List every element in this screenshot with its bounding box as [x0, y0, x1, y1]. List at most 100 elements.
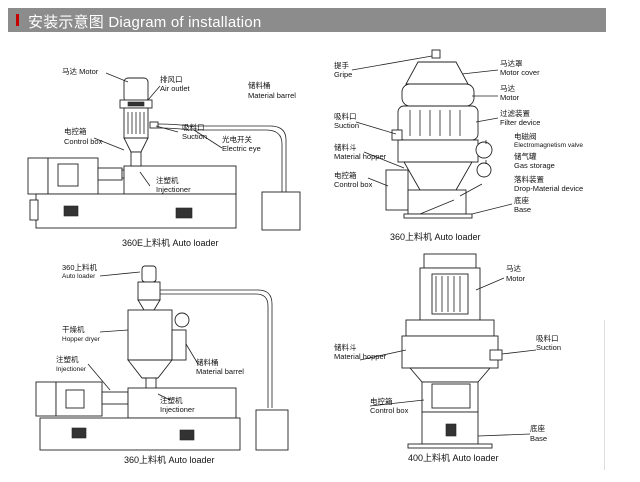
svg-text:Base: Base: [514, 205, 531, 214]
svg-text:储料斗: 储料斗: [334, 342, 357, 352]
d2-motor-cover-cn: 马达罩: [500, 58, 523, 68]
divider: [604, 320, 605, 470]
svg-text:Motor: Motor: [500, 93, 520, 102]
svg-text:注塑机: 注塑机: [156, 175, 179, 185]
svg-text:电磁阀: 电磁阀: [514, 131, 537, 141]
d1-caption: 360E上料机 Auto loader: [122, 237, 219, 248]
svg-text:Drop-Material device: Drop-Material device: [514, 184, 583, 193]
d2-control-cn: 电控箱: [334, 170, 357, 180]
svg-text:排风口: 排风口: [160, 74, 183, 84]
svg-text:360上料机: 360上料机: [62, 262, 98, 272]
d3-caption: 360上料机 Auto loader: [124, 454, 215, 465]
svg-text:Motor cover: Motor cover: [500, 68, 540, 77]
svg-text:储料斗: 储料斗: [334, 142, 357, 152]
svg-text:Air outlet: Air outlet: [160, 84, 191, 93]
svg-text:Auto loader: Auto loader: [62, 273, 96, 280]
d2-caption: 360上料机 Auto loader: [390, 231, 481, 242]
d3-barrel-cn: 储料桶: [196, 357, 219, 367]
svg-text:落料装置: 落料装置: [514, 174, 544, 184]
d4-control-cn: 电控箱: [370, 396, 393, 406]
svg-text:Control box: Control box: [334, 180, 373, 189]
svg-text:Suction: Suction: [334, 121, 359, 130]
svg-text:底座: 底座: [530, 423, 545, 433]
svg-text:马达 Motor: 马达 Motor: [62, 66, 99, 76]
svg-text:Material hopper: Material hopper: [334, 152, 387, 161]
svg-text:360E上料机 Auto loader: 360E上料机 Auto loader: [122, 237, 219, 248]
svg-text:电控箱: 电控箱: [334, 170, 357, 180]
d4-hopper-en: Material hopper: [334, 352, 387, 361]
diagram-360e: 马达 Motor 排风口 Air outlet 吸料口 Suction 光电开关…: [27, 66, 301, 248]
header-accent: [16, 14, 19, 26]
d3-loader-cn: 360上料机: [62, 262, 98, 272]
d3-injection-left-cn: 注塑机: [56, 354, 79, 364]
d2-gas-cn: 储气罐: [514, 151, 537, 161]
d1-air-outlet-cn: 排风口: [160, 74, 183, 84]
d4-base-en: Base: [530, 434, 547, 443]
diagram-400: 马达 Motor 吸料口 Suction 储料斗 Material hopper…: [334, 253, 561, 463]
svg-text:吸料口: 吸料口: [334, 111, 357, 121]
d2-suction-cn: 吸料口: [334, 111, 357, 121]
svg-text:注塑机: 注塑机: [56, 354, 79, 364]
d2-gripe-cn: 提手: [334, 60, 349, 70]
d3-injection-left-en: Injectioner: [56, 366, 87, 373]
svg-text:注塑机: 注塑机: [160, 395, 183, 405]
d1-eye-en: Electric eye: [222, 144, 261, 153]
svg-text:Material hopper: Material hopper: [334, 352, 387, 361]
svg-text:Material barrel: Material barrel: [248, 91, 296, 100]
d1-motor-label: 马达 Motor: [62, 66, 99, 76]
d4-motor-en: Motor: [506, 274, 526, 283]
d2-control-en: Control box: [334, 180, 373, 189]
svg-text:过滤装置: 过滤装置: [500, 108, 530, 118]
d2-hopper-en: Material hopper: [334, 152, 387, 161]
svg-text:马达: 马达: [506, 263, 521, 273]
d4-caption: 400上料机 Auto loader: [408, 452, 499, 463]
d2-motor-cn: 马达: [500, 83, 515, 93]
d2-drop-en: Drop-Material device: [514, 184, 583, 193]
diagram-360-dryer: 360上料机 Auto loader 干燥机 Hopper dryer 注塑机 …: [35, 262, 289, 465]
svg-text:Base: Base: [530, 434, 547, 443]
d1-suction-cn: 吸料口: [182, 122, 205, 132]
svg-text:储料桶: 储料桶: [196, 357, 219, 367]
svg-text:马达罩: 马达罩: [500, 58, 523, 68]
d1-injection-cn: 注塑机: [156, 175, 179, 185]
svg-text:Filter device: Filter device: [500, 118, 540, 127]
d2-gripe-en: Gripe: [334, 70, 352, 79]
d1-control-en: Control box: [64, 137, 103, 146]
svg-text:360上料机 Auto loader: 360上料机 Auto loader: [124, 454, 215, 465]
d2-motor-en: Motor: [500, 93, 520, 102]
svg-text:Suction: Suction: [536, 343, 561, 352]
d4-motor-cn: 马达: [506, 263, 521, 273]
svg-text:Hopper dryer: Hopper dryer: [62, 336, 101, 343]
svg-text:Gas storage: Gas storage: [514, 161, 555, 170]
d4-suction-en: Suction: [536, 343, 561, 352]
svg-text:储气罐: 储气罐: [514, 151, 537, 161]
d1-air-outlet-en: Air outlet: [160, 84, 191, 93]
d1-barrel-cn: 储料桶: [248, 80, 271, 90]
d2-filter-cn: 过滤装置: [500, 108, 530, 118]
svg-text:电控箱: 电控箱: [64, 126, 87, 136]
d4-hopper-cn: 储料斗: [334, 342, 357, 352]
svg-text:Control box: Control box: [64, 137, 103, 146]
d1-eye-cn: 光电开关: [222, 134, 252, 144]
svg-text:吸料口: 吸料口: [536, 333, 559, 343]
d4-suction-cn: 吸料口: [536, 333, 559, 343]
d4-base-cn: 底座: [530, 423, 545, 433]
d2-gas-en: Gas storage: [514, 161, 555, 170]
svg-text:光电开关: 光电开关: [222, 134, 252, 144]
svg-text:Electromagnetism valve: Electromagnetism valve: [514, 142, 583, 149]
svg-text:Electric eye: Electric eye: [222, 144, 261, 153]
d4-control-en: Control box: [370, 406, 409, 415]
svg-text:储料桶: 储料桶: [248, 80, 271, 90]
svg-text:Injectioner: Injectioner: [160, 405, 195, 414]
svg-text:Motor: Motor: [506, 274, 526, 283]
svg-text:Injectioner: Injectioner: [56, 366, 87, 373]
d2-valve-en: Electromagnetism valve: [514, 142, 583, 149]
svg-text:马达: 马达: [500, 83, 515, 93]
svg-text:底座: 底座: [514, 195, 529, 205]
d2-base-cn: 底座: [514, 195, 529, 205]
page-header: 安装示意图 Diagram of installation: [8, 8, 606, 32]
d3-barrel-en: Material barrel: [196, 367, 244, 376]
d2-motor-cover-en: Motor cover: [500, 68, 540, 77]
d1-suction-en: Suction: [182, 132, 207, 141]
